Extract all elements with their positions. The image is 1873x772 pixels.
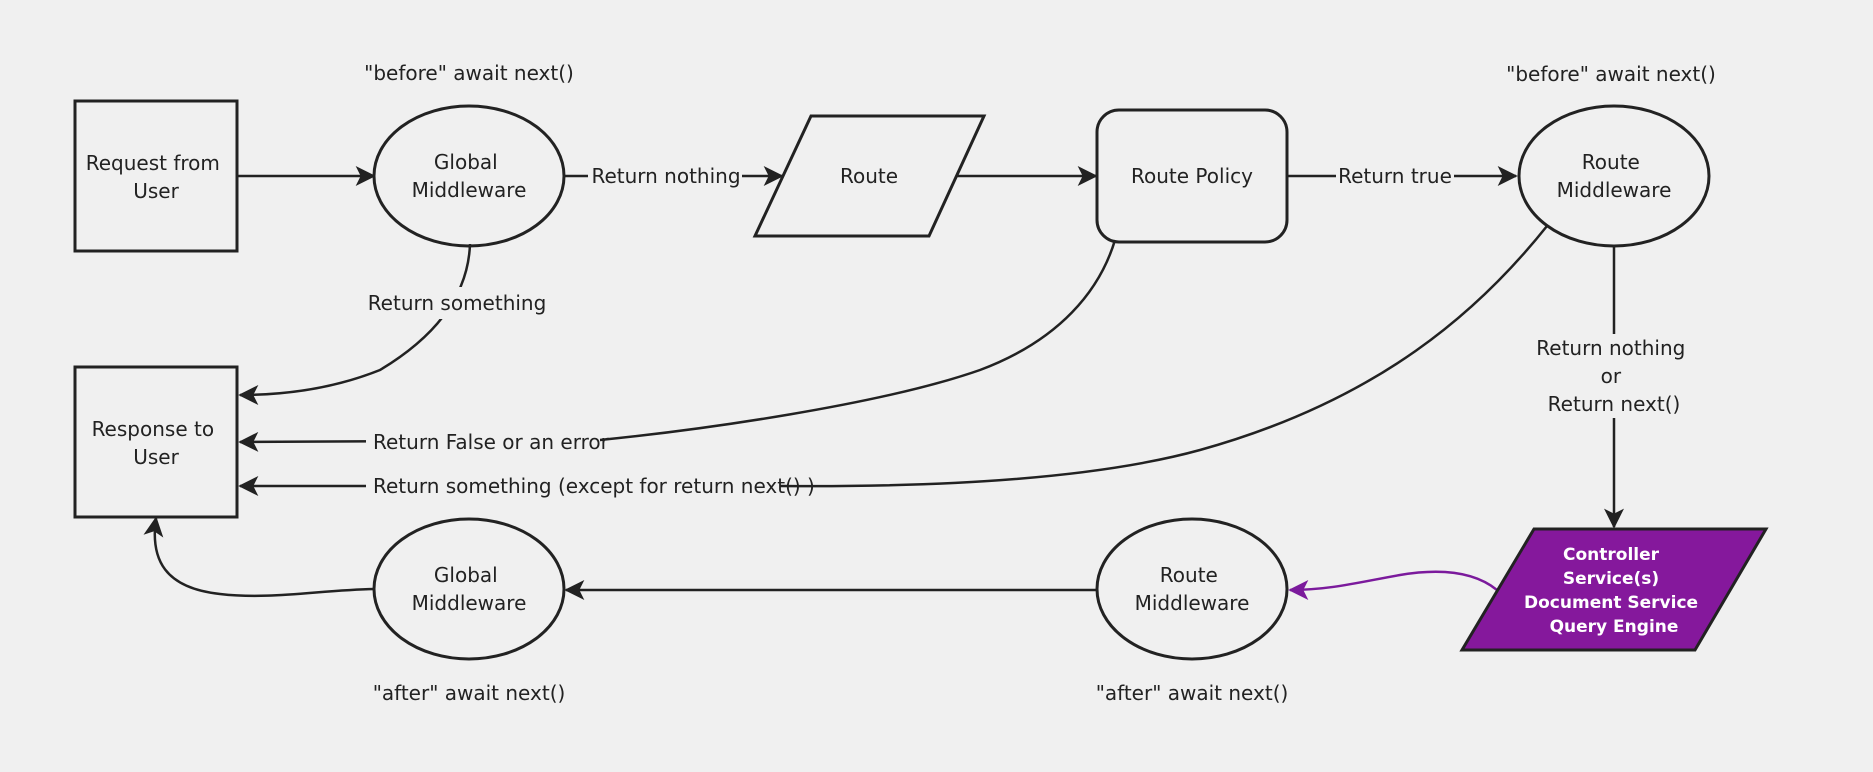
node-route-middleware-after: Route Middleware — [1095, 517, 1289, 661]
label-return-true: Return true — [1338, 164, 1452, 188]
annotation-after-route: "after" await next() — [1096, 681, 1289, 705]
node-response-to-user: Response to User — [73, 365, 239, 519]
edge-global-mw-to-response — [143, 516, 375, 598]
edge-route-mw-return-something — [238, 225, 1548, 496]
annotation-before-route: "before" await next() — [1506, 62, 1716, 86]
annotations: "before" await next() "before" await nex… — [364, 61, 1716, 705]
svg-text:Route Policy: Route Policy — [1131, 164, 1253, 188]
label-return-something-except: Return something (except for return next… — [373, 474, 815, 498]
node-request-from-user: Request from User — [73, 99, 239, 253]
edges — [143, 166, 1624, 600]
annotation-after-global: "after" await next() — [373, 681, 566, 705]
svg-text:Global Middleware: Global Middleware — [412, 563, 527, 615]
label-return-nothing: Return nothing — [591, 164, 740, 188]
label-return-false: Return False or an error — [373, 430, 610, 454]
svg-text:Controller Service(s): Controller Service(s) Document Service Q… — [1524, 545, 1704, 637]
edge-labels: Return nothing Return true Return someth… — [366, 160, 1700, 502]
node-route-policy: Route Policy — [1095, 108, 1289, 244]
node-global-middleware-after: Global Middleware — [372, 517, 566, 661]
edge-policy-return-false — [238, 239, 1117, 452]
svg-text:Route Middleware: Route Middleware — [1135, 563, 1250, 615]
annotation-before-global: "before" await next() — [364, 61, 574, 85]
svg-text:Global Middleware: Global Middleware — [412, 150, 527, 202]
svg-text:Route Middleware: Route Middleware — [1557, 150, 1672, 202]
svg-text:Response to User: Response to User — [92, 417, 221, 469]
label-return-something: Return something — [368, 291, 547, 315]
svg-text:Route: Route — [840, 164, 898, 188]
node-route-middleware-before: Route Middleware — [1517, 104, 1711, 248]
node-global-middleware-before: Global Middleware — [372, 104, 566, 248]
edge-global-mw-return-something — [238, 243, 472, 405]
svg-text:Request from User: Request from User — [86, 151, 227, 203]
label-return-nothing-or-next: Return nothing or Return next() — [1536, 336, 1691, 416]
node-controller: Controller Service(s) Document Service Q… — [1459, 527, 1769, 652]
node-route: Route — [752, 114, 987, 238]
edge-controller-to-route-mw — [1288, 570, 1498, 600]
